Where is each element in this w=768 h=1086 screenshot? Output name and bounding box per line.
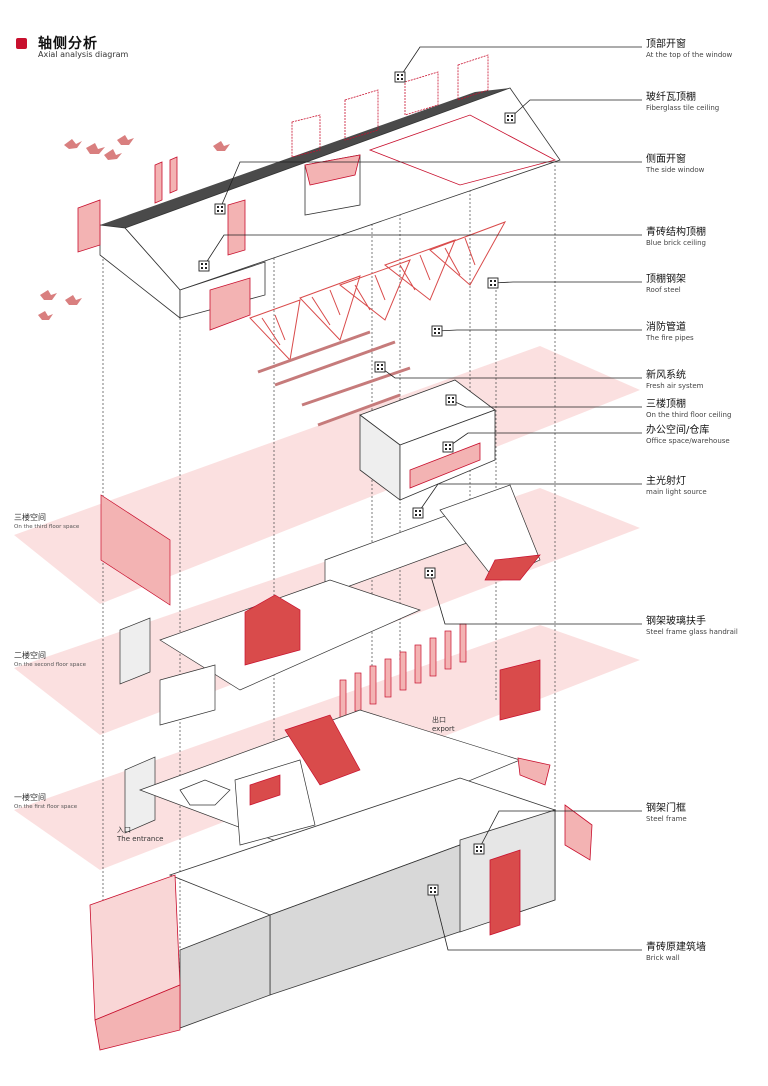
title-marker-icon — [16, 38, 27, 49]
exit-sign-zh: 出口 — [432, 716, 446, 724]
callout-label-en: Roof steel — [646, 286, 681, 294]
callout-label-zh: 三楼顶棚 — [646, 399, 686, 410]
title-zh: 轴侧分析 — [38, 36, 98, 52]
callout-marker-icon — [427, 884, 439, 896]
callout-marker-icon — [214, 203, 226, 215]
callout-line — [399, 46, 642, 78]
callout-label-zh: 顶棚钢架 — [646, 274, 686, 285]
floor-label-zh: 二楼空间 — [14, 651, 46, 660]
floor-label: 二楼空间 On the second floor space — [14, 651, 86, 669]
third-floor-elements — [100, 484, 541, 726]
callout-label-en: Blue brick ceiling — [646, 239, 706, 247]
callout-label-en: Brick wall — [646, 954, 680, 962]
floor-label: 三楼空间 On the third floor space — [14, 513, 79, 531]
callout-marker-icon — [442, 441, 454, 453]
callout-line — [509, 99, 642, 119]
callout-label-zh: 钢架门框 — [646, 803, 686, 814]
callout-label-zh: 消防管道 — [646, 322, 686, 333]
exit-sign: 出口 export — [432, 716, 455, 734]
bird-silhouettes — [38, 135, 230, 320]
callout-label-zh: 侧面开窗 — [646, 154, 686, 165]
callout-label-en: The side window — [646, 166, 705, 174]
callout-line — [203, 234, 642, 267]
entrance-sign-en: The entrance — [117, 835, 164, 843]
callout-marker-icon — [445, 394, 457, 406]
callout-label-zh: 青砖原建筑墙 — [646, 942, 706, 953]
exit-sign-en: export — [432, 725, 455, 733]
callout-marker-icon — [394, 71, 406, 83]
callout-label-zh: 青砖结构顶棚 — [646, 227, 706, 238]
callout-marker-icon — [473, 843, 485, 855]
callout-label-en: The fire pipes — [646, 334, 694, 342]
top-windows — [154, 54, 489, 256]
callout-label-en: At the top of the window — [646, 51, 733, 59]
callout-marker-icon — [412, 507, 424, 519]
callout-line — [447, 432, 642, 448]
roof — [77, 87, 561, 331]
callout-label-en: On the third floor ceiling — [646, 411, 732, 419]
callout-line — [417, 483, 642, 514]
entrance-sign-zh: 入口 — [117, 826, 131, 834]
callout-line — [492, 281, 642, 284]
callout-label-en: Fresh air system — [646, 382, 704, 390]
callout-label-zh: 钢架玻璃扶手 — [646, 616, 706, 627]
callout-label-en: Office space/warehouse — [646, 437, 730, 445]
floor-label: 一楼空间 On the first floor space — [14, 793, 77, 811]
callout-label-zh: 新风系统 — [646, 370, 686, 381]
callout-label-zh: 玻纤瓦顶棚 — [646, 92, 696, 103]
callout-label-en: main light source — [646, 488, 707, 496]
callout-marker-icon — [198, 260, 210, 272]
callout-marker-icon — [431, 325, 443, 337]
lower-floor-elements — [124, 623, 541, 851]
callout-marker-icon — [487, 277, 499, 289]
callout-label-en: Steel frame — [646, 815, 687, 823]
floor-label-zh: 三楼空间 — [14, 513, 46, 522]
callout-marker-icon — [374, 361, 386, 373]
callout-line — [436, 329, 642, 332]
fire-pipes — [257, 330, 411, 427]
callout-marker-icon — [424, 567, 436, 579]
callout-marker-icon — [504, 112, 516, 124]
callout-label-en: Fiberglass tile ceiling — [646, 104, 720, 112]
callout-label-en: Steel frame glass handrail — [646, 628, 738, 636]
floor-label-en: On the third floor space — [14, 524, 80, 530]
title-en: Axial analysis diagram — [38, 50, 129, 59]
callout-line — [429, 572, 642, 625]
callout-lines — [198, 46, 642, 951]
callout-label-zh: 主光射灯 — [646, 476, 686, 487]
floor-label-en: On the first floor space — [14, 804, 78, 810]
entrance-sign: 入口 The entrance — [117, 826, 164, 844]
callout-label-zh: 顶部开窗 — [646, 39, 686, 50]
callout-label-zh: 办公空间/仓库 — [646, 425, 710, 436]
callout-line — [478, 810, 642, 850]
floor-label-zh: 一楼空间 — [14, 793, 46, 802]
roof-steel — [249, 221, 507, 362]
office-box — [359, 379, 496, 501]
callout-line — [219, 161, 642, 210]
floor-label-en: On the second floor space — [14, 662, 87, 668]
callout-line — [432, 889, 642, 951]
